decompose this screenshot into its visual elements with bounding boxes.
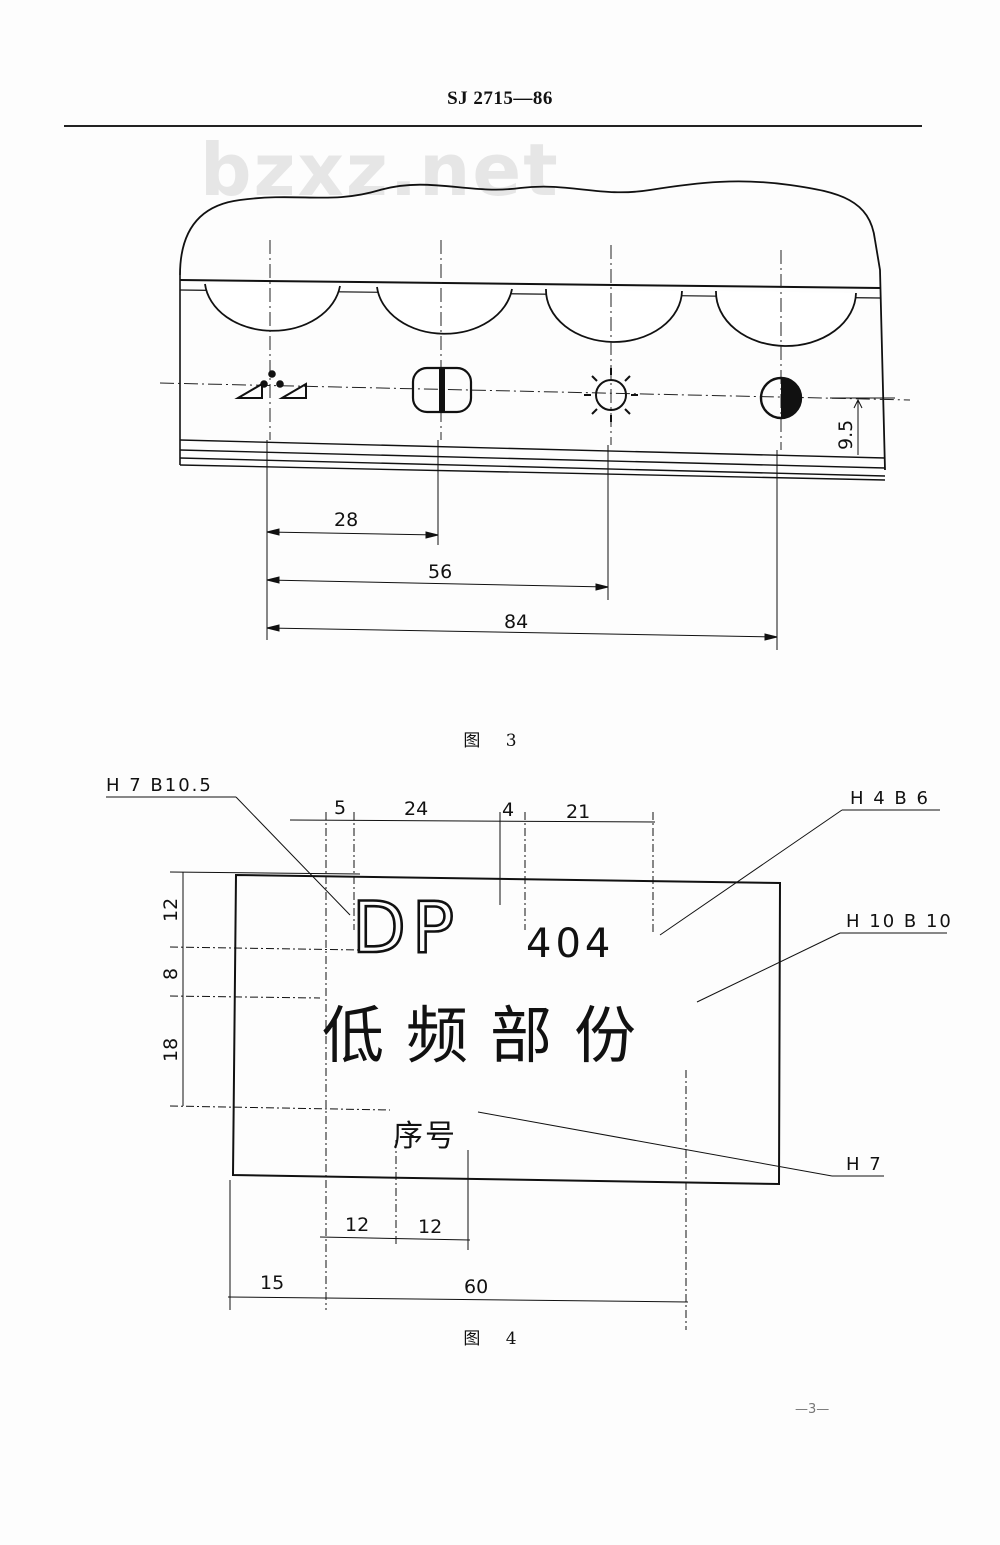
dim-left-18: 18 — [160, 1038, 182, 1062]
contrast-triangles-dots-icon — [234, 370, 307, 399]
main-label-text: 低频部份 — [322, 999, 658, 1072]
figure-3-caption: 图 3 — [463, 731, 527, 751]
dim-bottom-12a: 12 — [345, 1214, 369, 1236]
panel-torn-outline — [179, 180, 886, 471]
label-h7-b10-5: H 7 B10.5 — [106, 775, 213, 796]
dim-top-24: 24 — [404, 798, 428, 820]
dim-bottom-60: 60 — [464, 1276, 488, 1298]
standard-code-header: SJ 2715—86 — [447, 88, 553, 109]
plate-outline — [231, 873, 782, 1186]
label-h10-b10: H 10 B 10 — [846, 911, 953, 932]
figure-4-caption: 图 4 — [463, 1329, 527, 1349]
figure-3-drawing: 9.5 28 56 84 — [159, 180, 911, 650]
knob-cutouts — [204, 283, 857, 347]
model-letters: DP — [352, 887, 460, 969]
model-number: 404 — [526, 921, 614, 967]
dim-left-8: 8 — [160, 968, 182, 980]
volume-bar-icon — [411, 366, 473, 414]
dim-bottom-15: 15 — [260, 1272, 284, 1294]
dim-top-5: 5 — [334, 797, 346, 819]
dim-height: 9.5 — [835, 420, 857, 450]
label-h7: H 7 — [846, 1154, 883, 1175]
half-circle-contrast-icon — [759, 376, 803, 420]
dim-bottom-12b: 12 — [418, 1216, 442, 1238]
dim-top-21: 21 — [566, 801, 590, 823]
brightness-sun-icon — [584, 368, 638, 422]
dim-left-12: 12 — [160, 898, 182, 922]
dim-28: 28 — [334, 509, 358, 531]
dim-top-4: 4 — [502, 799, 514, 821]
dim-56: 56 — [428, 561, 452, 583]
header-rule — [64, 125, 922, 127]
serial-label: 序号 — [393, 1119, 457, 1154]
label-h4-b6: H 4 B 6 — [850, 788, 930, 809]
page-number: —3— — [795, 1402, 830, 1417]
dim-84: 84 — [504, 611, 528, 633]
